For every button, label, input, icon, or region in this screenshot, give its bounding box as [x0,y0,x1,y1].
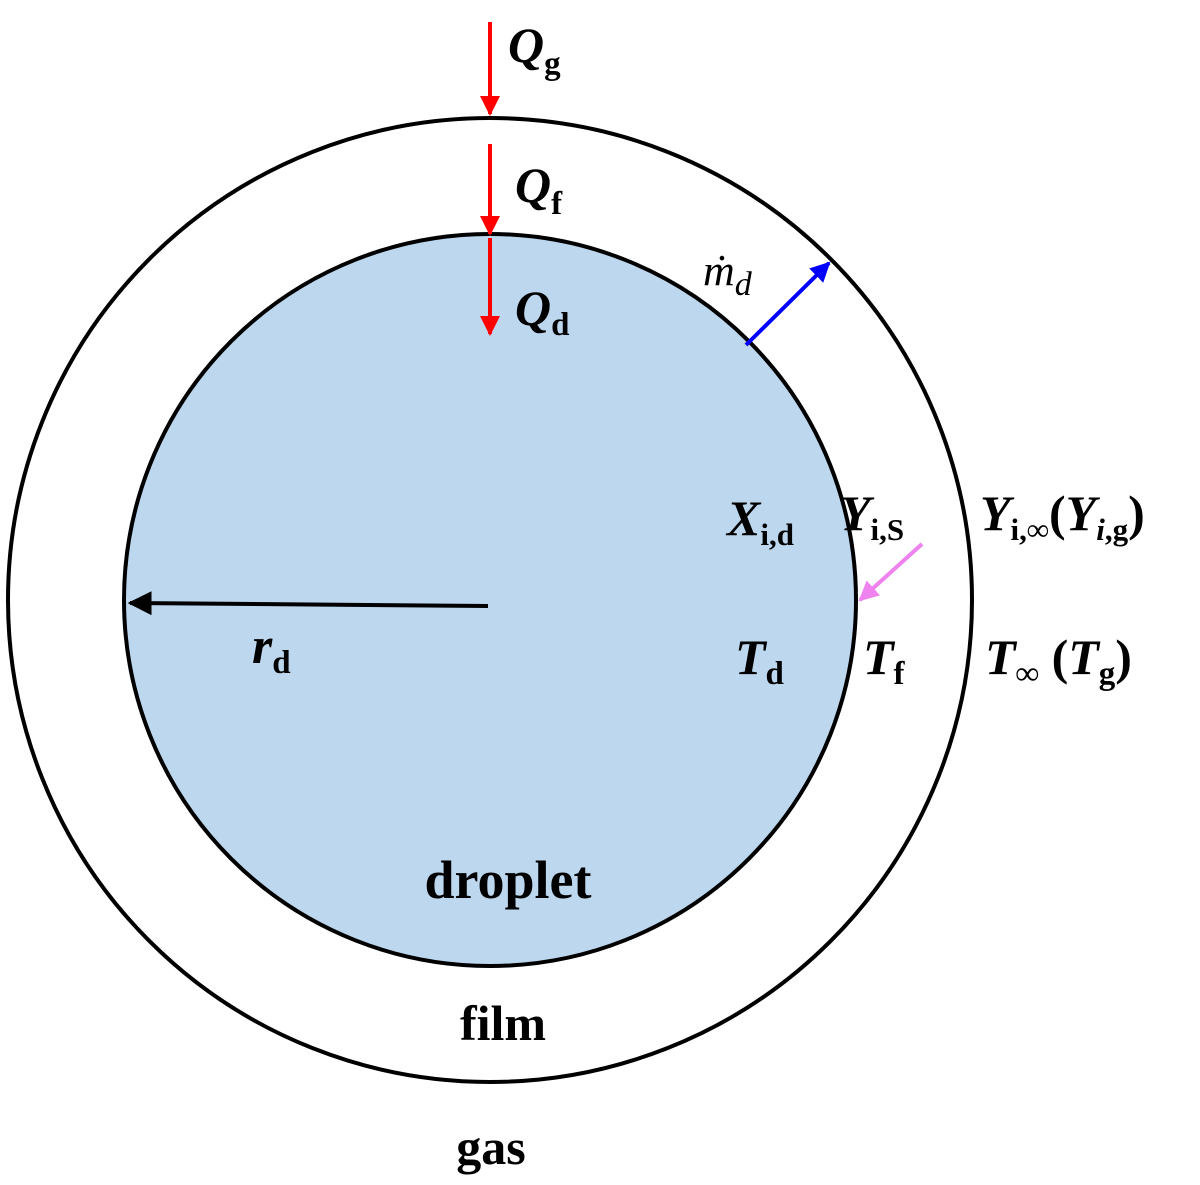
label-y-infinity: Yi,∞(Yi,g) [980,485,1145,547]
label-q-droplet: Qd [515,280,569,343]
label-droplet-region: droplet [424,850,591,910]
label-y-surface: Yi,S [840,485,904,547]
species-flux-arrow [858,542,924,602]
film-boundary [6,116,974,1084]
label-q-gas: Qg [508,17,561,82]
label-mass-flux: ṁd [703,246,753,303]
label-t-film: Tf [863,629,906,692]
radius-arrow [127,591,489,616]
label-film-region: film [460,995,546,1051]
label-radius: rd [252,618,291,681]
label-gas-region: gas [456,1119,525,1175]
label-t-droplet: Td [735,629,784,692]
label-x-droplet: Xi,d [725,490,794,552]
label-q-film: Qf [515,157,563,222]
mass-flux-arrow [744,261,831,347]
label-t-infinity: T∞ (Tg) [985,629,1132,692]
